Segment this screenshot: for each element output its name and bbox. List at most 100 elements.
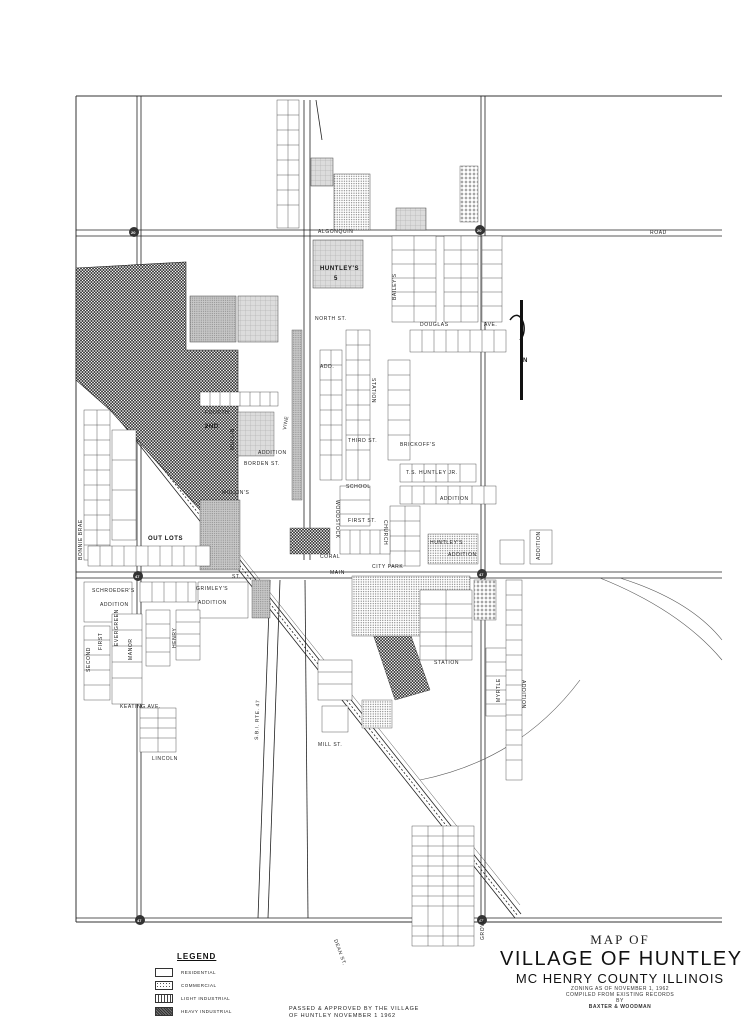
sub-evergreen: EVERGREEN (114, 609, 120, 646)
street-church: CHURCH (382, 520, 388, 545)
street-north: NORTH ST. (315, 316, 347, 322)
title-county: MC HENRY COUNTY ILLINOIS (515, 971, 725, 986)
sub-huntleys: HUNTLEY'S (320, 266, 359, 272)
commercial-algonquin (395, 207, 427, 231)
lot-grids (83, 99, 553, 947)
sub-mullins: MULLIN'S (222, 490, 249, 496)
title-zoning-date: ZONING AS OF NOVEMBER 1, 1962 (570, 986, 670, 992)
sub-baileys: BAILEY'S (392, 273, 398, 300)
title-author: BAXTER & WOODMAN (588, 1004, 652, 1010)
sub-add: ADD. (320, 364, 334, 370)
route-marker-20-west (129, 227, 139, 237)
commercial-north-2 (310, 157, 334, 187)
approval-text: PASSED & APPROVED BY THE VILLAGE OF HUNT… (289, 1006, 419, 1020)
street-henry: HENRY (172, 628, 178, 648)
sub-2nd: 2ND (205, 424, 219, 430)
sub-ts-addition: ADDITION (440, 496, 469, 502)
street-first: FIRST ST. (348, 518, 376, 524)
light-industrial-block-2 (237, 295, 279, 343)
sub-schroeders-add: ADDITION (100, 602, 129, 608)
street-main: MAIN (330, 570, 345, 576)
street-vine: VINE (282, 415, 290, 430)
sub-out-lots: OUT LOTS (148, 536, 183, 542)
heavy-adjacent (427, 533, 479, 565)
street-grove: GROVE (480, 919, 486, 940)
legend-row-heavy-industrial: HEAVY INDUSTRIAL (155, 1006, 285, 1017)
legend-swatch-light-industrial (155, 994, 173, 1003)
north-letter: N (523, 358, 528, 364)
route-marker-20-east (475, 225, 485, 235)
street-lincoln: LINCOLN (152, 756, 178, 762)
street-douglas: DOUGLAS (420, 322, 449, 328)
sub-brickoffs: BRICKOFF'S (400, 442, 436, 448)
sub-first: FIRST (98, 633, 104, 650)
street-city-park: CITY PARK (372, 564, 403, 570)
street-douglas-ave: AVE. (484, 322, 497, 328)
route-marker-47-se (477, 915, 487, 925)
title-compiled: COMPILED FROM EXISTING RECORDS (565, 992, 675, 998)
street-myrtle: MYRTLE (496, 678, 502, 702)
route-num-3: 47 (135, 574, 140, 579)
approval-line-2: OF HUNTLEY NOVEMBER 1 1962 (289, 1013, 396, 1019)
route-marker-47-sw (135, 915, 145, 925)
street-road: ROAD (650, 230, 667, 236)
sub-huntleys-add-2: ADDITION (448, 552, 477, 558)
legend-swatch-residential (155, 968, 173, 977)
commercial-fourth (237, 411, 275, 457)
street-main-st: ST. (232, 574, 241, 580)
route-num-4: 47 (479, 572, 484, 577)
legend-row-commercial: COMMERCIAL (155, 980, 285, 991)
route-marker-47-east (477, 569, 487, 579)
map-frame (75, 95, 722, 923)
subdivision-labels: HUNTLEY'S 5 ADD. OUT LOTS SCHROEDER'S AD… (78, 266, 542, 709)
commercial-route47 (251, 579, 271, 619)
legend-swatch-heavy-industrial (155, 1007, 173, 1016)
street-school: SCHOOL (346, 484, 371, 490)
route-num-1: 20 (131, 230, 136, 235)
title-by: BY (616, 998, 624, 1004)
title-block: MAP OF VILLAGE OF HUNTLEY MC HENRY COUNT… (500, 932, 743, 1010)
route-markers: 20 20 47 47 47 47 (129, 225, 487, 925)
sub-addition-center: ADDITION (258, 450, 287, 456)
street-labels: ALGONQUIN ROAD DOUGLAS AVE. NORTH ST. FO… (120, 229, 667, 967)
street-third: THIRD ST. (348, 438, 377, 444)
title-village: VILLAGE OF HUNTLEY (500, 948, 743, 970)
commercial-coral (289, 527, 331, 555)
street-woodstock: WOODSTOCK (334, 500, 340, 539)
street-fourth: FOURTH (205, 410, 229, 416)
sub-bonnie-brae: BONNIE BRAE (78, 519, 84, 560)
legend-label-heavy-industrial: HEAVY INDUSTRIAL (181, 1009, 232, 1014)
street-station-n: STATION (370, 378, 376, 403)
sub-manor: MANOR (128, 638, 134, 660)
street-dean: DEAN ST. (332, 939, 347, 967)
route-marker-47-west (133, 571, 143, 581)
sub-ts-huntley: T.S. HUNTLEY JR. (406, 470, 458, 476)
legend: LEGEND RESIDENTIAL COMMERCIAL LIGHT INDU… (155, 952, 285, 1019)
sub-huntleys-add: HUNTLEY'S (430, 540, 463, 546)
light-industrial-ne (459, 165, 479, 223)
north-arrow: N (509, 300, 528, 400)
street-keating: KEATING AVE. (120, 704, 161, 710)
route-num-6: 47 (479, 918, 484, 923)
legend-label-commercial: COMMERCIAL (181, 983, 217, 988)
route-num-2: 20 (477, 228, 482, 233)
sub-second: SECOND (86, 647, 92, 672)
sub-schroeders: SCHROEDER'S (92, 588, 135, 594)
legend-label-light-industrial: LIGHT INDUSTRIAL (181, 996, 231, 1001)
legend-row-light-industrial: LIGHT INDUSTRIAL (155, 993, 285, 1004)
street-rte47: S.B.I. RTE. 47 (254, 700, 261, 740)
street-coral: CORAL (320, 554, 340, 560)
light-industrial-bailey (473, 579, 497, 621)
legend-row-residential: RESIDENTIAL (155, 967, 285, 978)
sub-huntleys-num: 5 (334, 276, 338, 282)
title-map-of: MAP OF (590, 932, 650, 947)
street-mill: MILL ST. (318, 742, 342, 748)
street-algonquin: ALGONQUIN (318, 229, 353, 235)
commercial-north (333, 173, 371, 231)
sub-addition-myrtle: ADDITION (520, 680, 526, 709)
legend-label-residential: RESIDENTIAL (181, 970, 217, 975)
commercial-south (361, 699, 393, 729)
sub-addition-east: ADDITION (536, 531, 542, 560)
street-mullin: MULLIN (230, 428, 236, 450)
